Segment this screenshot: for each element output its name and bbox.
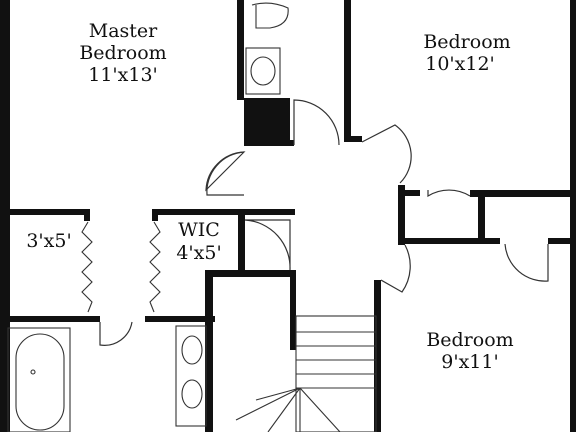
- door-bedroom-bottom: [380, 244, 411, 293]
- stair-winder-3: [235, 387, 301, 421]
- stairs: [235, 315, 377, 432]
- wall-chimney: [244, 98, 290, 145]
- wall-bedroom-bottom-left: [374, 280, 381, 432]
- wall-hall-vertical: [205, 276, 213, 432]
- closet-small-size: 3'x5': [26, 230, 71, 252]
- door-closet3: [504, 243, 549, 282]
- bedroom-bottom-right-name: Bedroom: [426, 329, 513, 351]
- stair-winder-5: [299, 387, 341, 432]
- wall-stair-left: [290, 270, 296, 350]
- wall-bath-hall-left: [237, 0, 244, 100]
- wall-left-outer: [0, 0, 10, 320]
- tub-icon-outline: [7, 327, 71, 432]
- tub-drain-icon: [30, 369, 36, 375]
- wall-closet2-bottom: [404, 238, 500, 244]
- sink-top-cabinet: [245, 47, 281, 95]
- stair-winder-1: [267, 387, 301, 432]
- wall-bath-hall-right: [344, 0, 351, 140]
- door-bedroom-top: [361, 124, 412, 184]
- wall-hall-top-right: [344, 136, 362, 142]
- sink-top-icon: [250, 56, 276, 86]
- wic-name: WIC: [178, 219, 220, 241]
- door-master-arc: [206, 151, 245, 196]
- wall-closet-right-top: [84, 209, 90, 221]
- bedroom-bottom-right-size: 9'x11': [441, 351, 498, 373]
- room-labels: Master Bedroom 11'x13' Bedroom 10'x12' 3…: [26, 20, 513, 373]
- wall-closet2-mid: [478, 190, 485, 243]
- wall-center-right: [398, 185, 405, 245]
- door-closet2: [427, 189, 471, 198]
- door-master-closet: [99, 321, 133, 346]
- bedroom-top-right-name: Bedroom: [423, 31, 510, 53]
- door-wic: [244, 219, 291, 271]
- wall-closet2-right: [470, 190, 576, 197]
- vanity-cabinet: [175, 325, 207, 427]
- wic-size: 4'x5': [176, 242, 221, 264]
- door-swings: [99, 99, 549, 346]
- fixtures: [7, 2, 289, 432]
- wall-wic-right: [238, 209, 245, 273]
- sink-lower-2-icon: [181, 379, 203, 409]
- bifold-doors: [81, 221, 161, 313]
- stair-winder-2: [255, 387, 301, 401]
- master-bedroom-name-line1: Master: [89, 20, 158, 42]
- tub-basin: [15, 333, 65, 431]
- master-bedroom-size: 11'x13': [88, 64, 158, 86]
- door-bath: [293, 99, 340, 146]
- sink-lower-1-icon: [181, 335, 203, 365]
- wall-left-lower: [0, 320, 10, 432]
- wall-wic-top: [152, 209, 295, 215]
- wall-closet-bottom: [10, 316, 100, 322]
- wall-closet-top: [10, 209, 90, 215]
- bifold-closet-left: [81, 221, 93, 313]
- wall-hall-horizontal: [205, 270, 295, 277]
- bifold-closet-right: [149, 221, 161, 313]
- master-bedroom-name-line2: Bedroom: [79, 42, 166, 64]
- wall-wic-bottom: [145, 316, 215, 322]
- wall-bath-bottom: [244, 140, 294, 146]
- wall-closet2-top: [398, 190, 420, 196]
- wall-closet3-bottom: [548, 238, 576, 244]
- bedroom-top-right-size: 10'x12': [425, 53, 495, 75]
- toilet-icon: [251, 2, 289, 29]
- wall-right-outer: [570, 0, 576, 432]
- wall-wic-left-top: [152, 209, 158, 221]
